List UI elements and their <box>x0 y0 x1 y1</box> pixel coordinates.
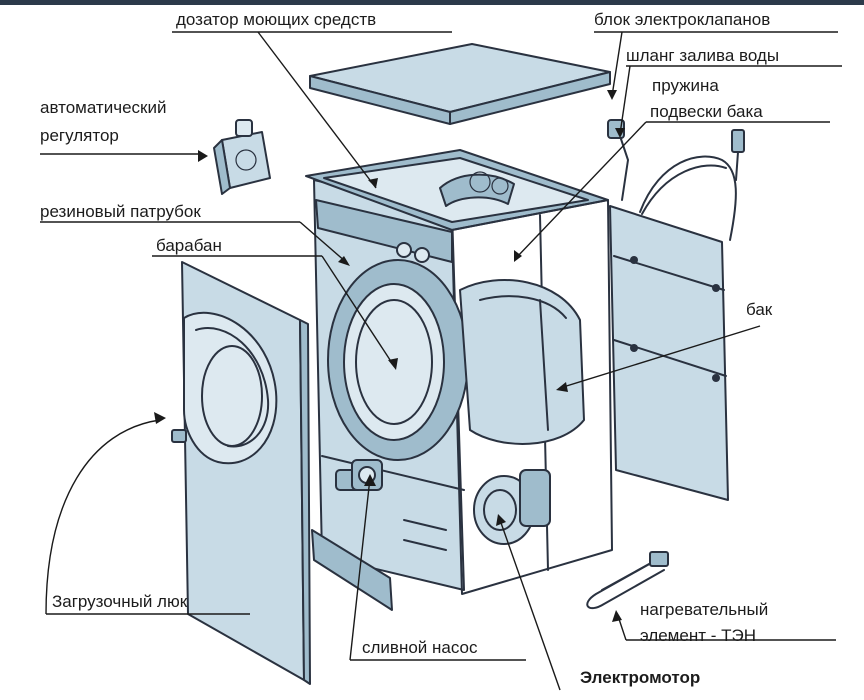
label-tank: бак <box>746 300 773 319</box>
label-tank-spring-line2: подвески бака <box>650 102 763 121</box>
label-rubber-pipe: резиновый патрубок <box>40 202 201 221</box>
leader-lines <box>40 31 842 691</box>
front-panel <box>171 261 311 685</box>
rear-panel <box>609 205 729 501</box>
pump-shape <box>351 459 383 491</box>
dispenser-shape <box>439 171 515 207</box>
label-heating-element-line2: элемент - ТЭН <box>640 626 756 645</box>
label-drum: барабан <box>156 236 222 255</box>
label-detergent-dispenser: дозатор моющих средств <box>176 10 377 29</box>
label-tank-spring-line1: пружина <box>652 76 719 95</box>
label-solenoid-valve-block: блок электроклапанов <box>594 10 771 29</box>
drum-shape <box>327 259 469 461</box>
water-inlet-hose-shape <box>639 129 745 241</box>
heating-element <box>586 551 669 610</box>
label-auto-regulator-line2: регулятор <box>40 126 119 145</box>
automatic-regulator <box>213 119 271 195</box>
tank-shape <box>459 279 585 445</box>
top-border <box>0 0 864 5</box>
label-electric-motor: Электромотор <box>580 668 701 687</box>
top-cover <box>309 43 611 125</box>
label-loading-hatch: Загрузочный люк <box>52 592 188 611</box>
motor-shape <box>473 469 551 545</box>
kick-plate <box>311 529 393 611</box>
label-heating-element-line1: нагревательный <box>640 600 769 619</box>
label-drain-pump: сливной насос <box>362 638 478 657</box>
label-auto-regulator-line1: автоматический <box>40 98 167 117</box>
label-water-inlet-hose: шланг залива воды <box>626 46 780 65</box>
